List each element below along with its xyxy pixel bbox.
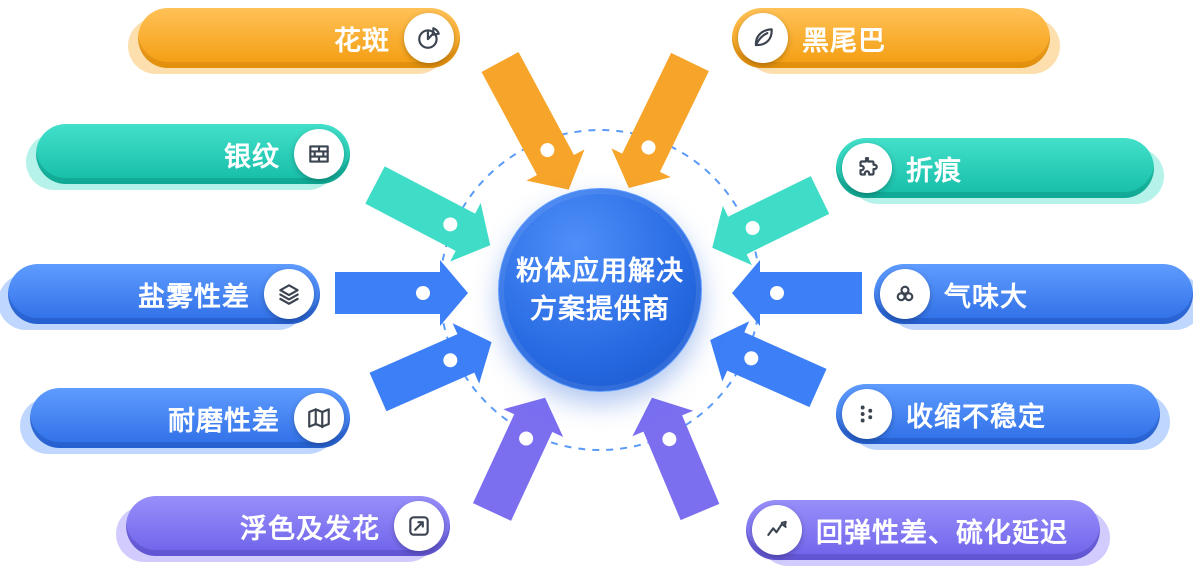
pill-mottling: 花斑 bbox=[138, 8, 460, 68]
puzzle-icon bbox=[842, 143, 892, 193]
center-node: 粉体应用解决 方案提供商 bbox=[498, 188, 702, 392]
pill-label: 浮色及发花 bbox=[240, 513, 380, 544]
pill-label: 银纹 bbox=[224, 141, 280, 172]
pill-crease: 折痕 bbox=[836, 138, 1154, 198]
pill-abrasion: 耐磨性差 bbox=[30, 388, 350, 448]
leaf-icon bbox=[738, 13, 788, 63]
connector-abrasion bbox=[369, 323, 492, 412]
pill-odor: 气味大 bbox=[874, 264, 1193, 324]
pill-color-floating: 浮色及发花 bbox=[126, 496, 450, 556]
pill-black-tail: 黑尾巴 bbox=[732, 8, 1050, 68]
bubbles-icon bbox=[880, 269, 930, 319]
branch-dots-icon bbox=[842, 389, 892, 439]
pill-label: 气味大 bbox=[944, 281, 1028, 312]
connector-color-floating bbox=[472, 397, 564, 521]
connector-black-tail bbox=[611, 52, 709, 188]
connector-shrinkage bbox=[710, 321, 827, 408]
pill-label: 盐雾性差 bbox=[138, 281, 250, 312]
pill-label: 花斑 bbox=[334, 25, 390, 56]
line-chart-icon bbox=[752, 505, 802, 555]
center-title-line2: 方案提供商 bbox=[530, 294, 670, 324]
map-icon bbox=[294, 393, 344, 443]
pill-rebound: 回弹性差、硫化延迟 bbox=[746, 500, 1100, 560]
connector-mottling bbox=[481, 52, 585, 190]
pill-silver-streak: 银纹 bbox=[36, 124, 350, 184]
pill-label: 黑尾巴 bbox=[802, 25, 886, 56]
pill-label: 耐磨性差 bbox=[168, 405, 280, 436]
pill-label: 折痕 bbox=[906, 155, 962, 186]
connector-rebound bbox=[632, 397, 720, 521]
pill-label: 回弹性差、硫化延迟 bbox=[816, 517, 1068, 548]
trend-arrow-icon bbox=[394, 501, 444, 551]
pill-shrinkage: 收缩不稳定 bbox=[836, 384, 1160, 444]
connector-crease bbox=[712, 176, 830, 266]
pill-label: 收缩不稳定 bbox=[906, 401, 1046, 432]
connector-odor bbox=[732, 260, 862, 326]
connector-silver-streak bbox=[365, 166, 491, 262]
center-title-line1: 粉体应用解决 bbox=[516, 256, 684, 286]
layers-icon bbox=[264, 269, 314, 319]
pie-chart-icon bbox=[404, 13, 454, 63]
bricks-icon bbox=[294, 129, 344, 179]
connector-salt-spray bbox=[335, 260, 468, 326]
pill-salt-spray: 盐雾性差 bbox=[8, 264, 320, 324]
